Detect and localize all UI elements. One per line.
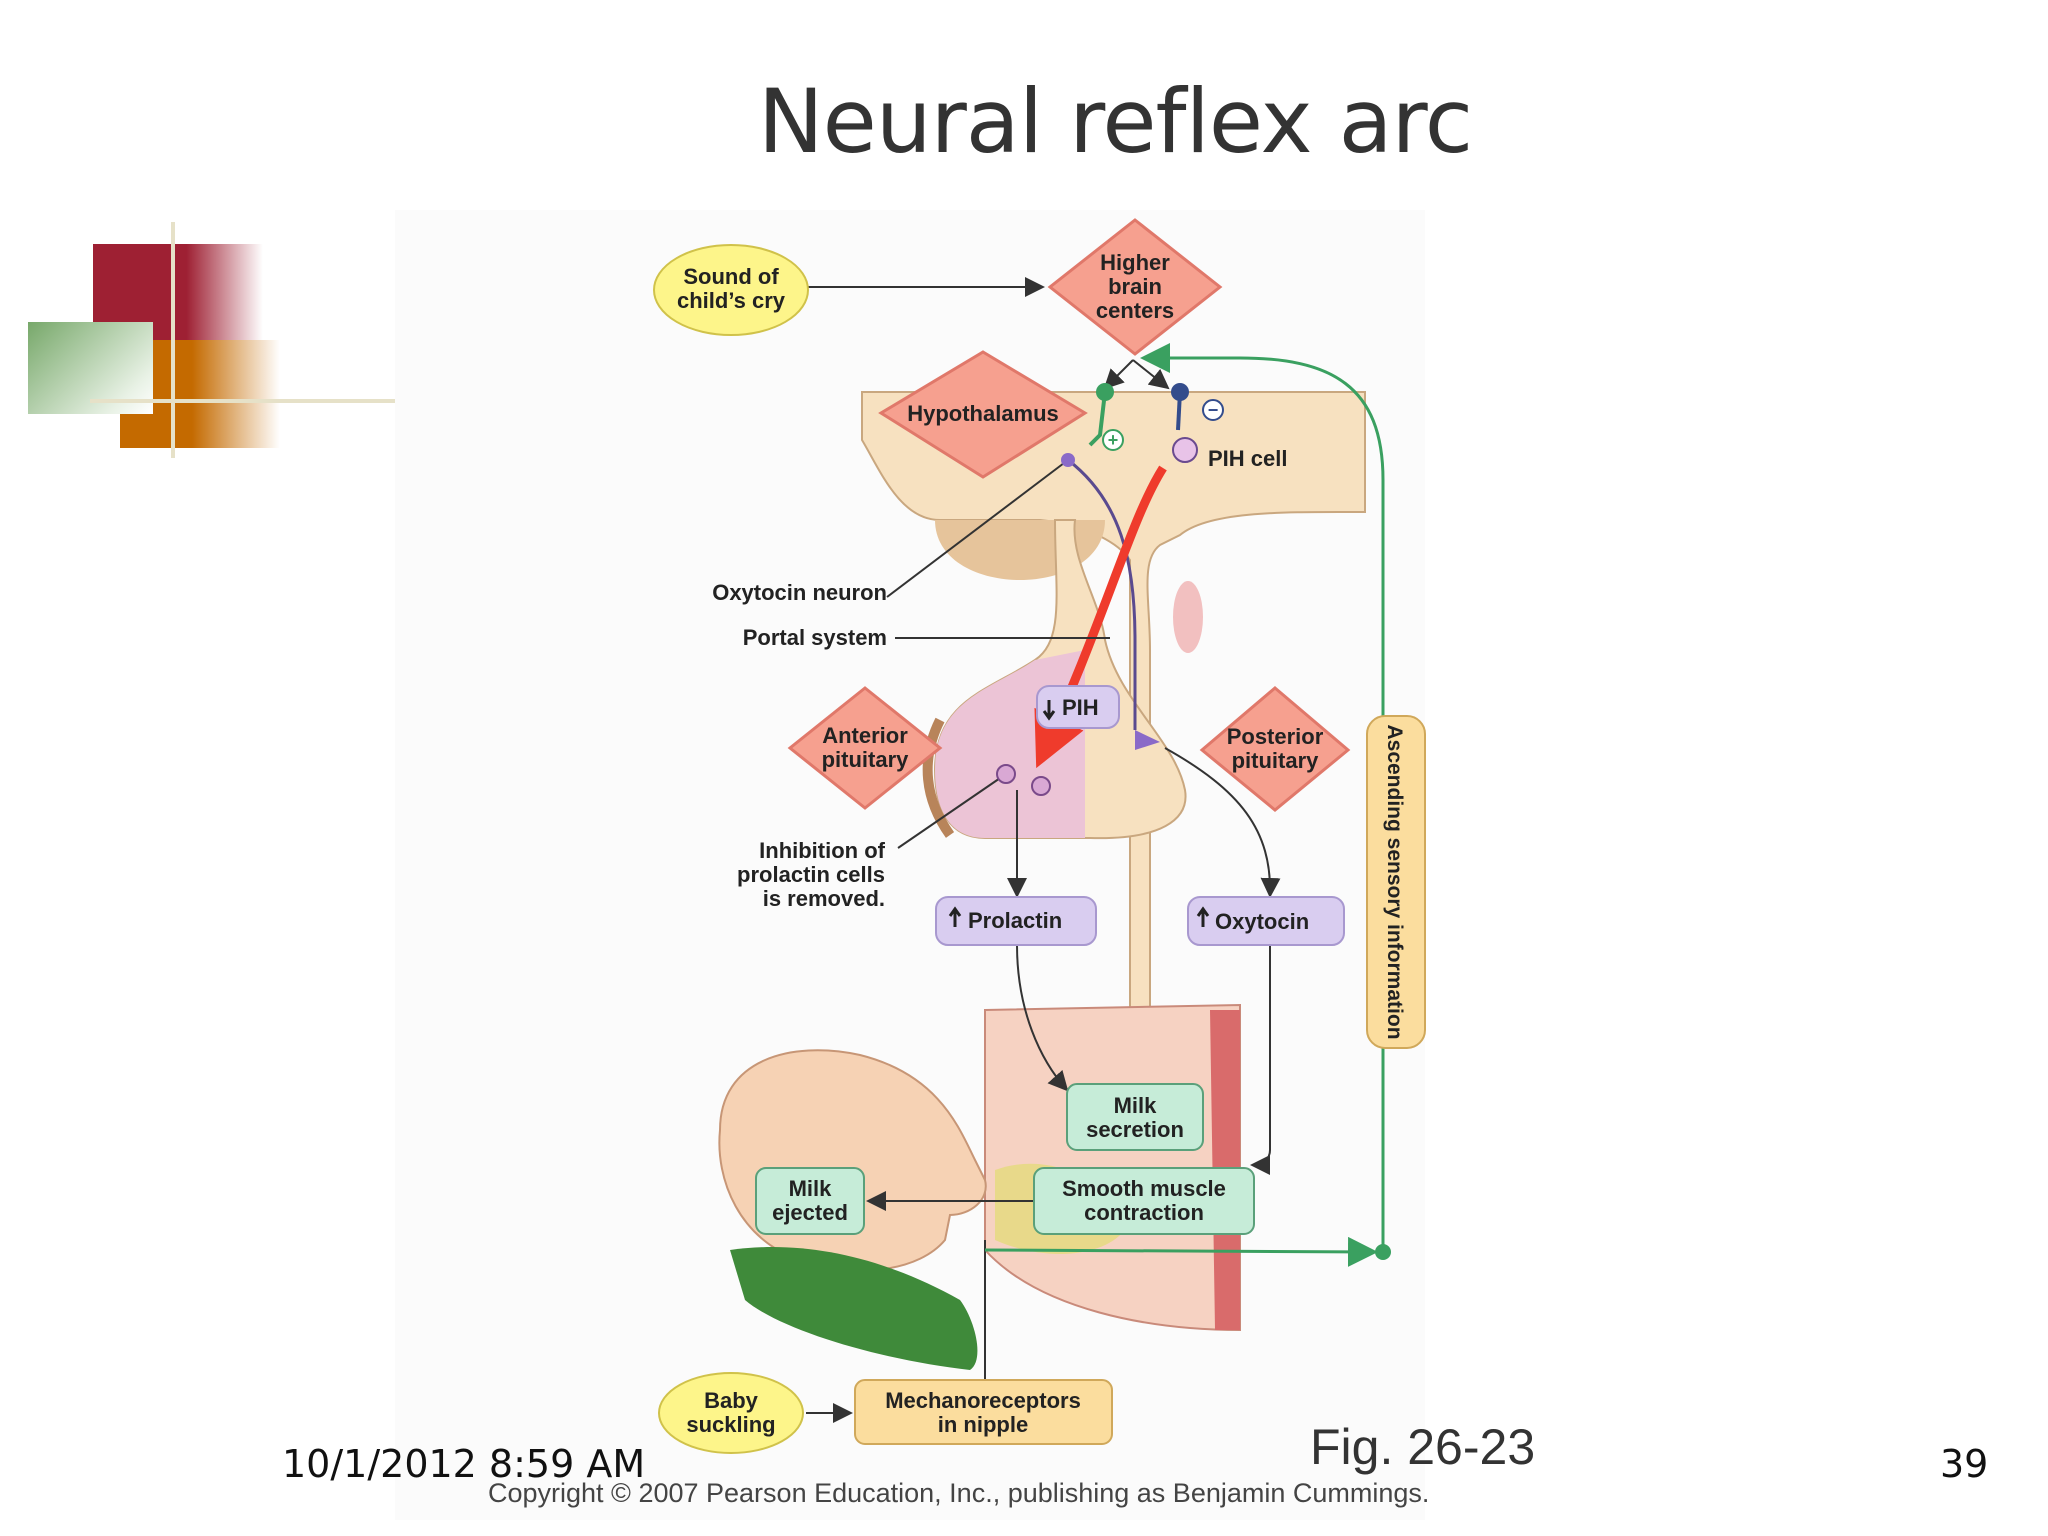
smooth-muscle-label-2: contraction bbox=[1084, 1200, 1204, 1225]
oxytocin-box bbox=[1187, 896, 1345, 946]
baby-blanket bbox=[730, 1247, 978, 1370]
baby-suckling-label-1: Baby bbox=[704, 1388, 759, 1413]
oxytocin-neuron-label: Oxytocin neuron bbox=[712, 580, 887, 605]
prolactin-increase-icon bbox=[948, 906, 962, 927]
ascending-box bbox=[1366, 715, 1426, 1049]
oxytocin-label: Oxytocin bbox=[1215, 909, 1309, 934]
inhibition-label-2: prolactin cells bbox=[737, 862, 885, 887]
deco-horizontal-line bbox=[90, 399, 445, 403]
sensory-input-line bbox=[984, 1236, 1378, 1267]
higher-brain-label-1: Higher bbox=[1100, 250, 1170, 275]
prolactin-label: Prolactin bbox=[968, 908, 1062, 933]
smooth-muscle-box bbox=[1033, 1167, 1255, 1235]
minus-sign: − bbox=[1208, 400, 1219, 420]
page-number: 39 bbox=[1940, 1442, 1989, 1486]
figure-number: Fig. 26-23 bbox=[1310, 1419, 1536, 1475]
sound-cry-label-2: child’s cry bbox=[677, 288, 786, 313]
posterior-pituitary-diamond bbox=[1199, 686, 1351, 812]
oxytocin-neuron-leader bbox=[886, 459, 1069, 598]
hypothalamus-label: Hypothalamus bbox=[907, 401, 1059, 426]
milk-ejected-label-1: Milk bbox=[789, 1176, 833, 1201]
sensory-neuron-body bbox=[1375, 1244, 1391, 1260]
pih-label: PIH bbox=[1062, 695, 1099, 720]
milk-secretion-label-2: secretion bbox=[1086, 1117, 1184, 1142]
posterior-pituitary-label-2: pituitary bbox=[1232, 748, 1320, 773]
slide-title: Neural reflex arc bbox=[757, 70, 1473, 173]
posterior-pituitary-label-1: Posterior bbox=[1227, 724, 1324, 749]
prolactin-box bbox=[935, 896, 1097, 946]
minus-marker bbox=[1202, 399, 1224, 421]
oxytocin-axon bbox=[1067, 458, 1137, 730]
inhibition-leader bbox=[897, 773, 1007, 849]
hypothalamus-diamond bbox=[878, 350, 1088, 479]
to-oxytocin-arrow bbox=[1164, 747, 1281, 898]
pih-cell-label: PIH cell bbox=[1208, 446, 1287, 471]
mechanoreceptors-label-2: in nipple bbox=[938, 1412, 1028, 1437]
plus-sign: + bbox=[1108, 430, 1119, 450]
prolactin-to-secretion-arrow bbox=[1016, 944, 1069, 1092]
hypothalamus-tissue bbox=[861, 391, 1366, 1261]
higher-brain-label-2: brain bbox=[1108, 274, 1162, 299]
oxytocin-neuron-body bbox=[1061, 453, 1075, 467]
anterior-pituitary-label-2: pituitary bbox=[822, 747, 910, 772]
oxytocin-increase-icon bbox=[1196, 906, 1210, 927]
anterior-pituitary-label-1: Anterior bbox=[822, 723, 908, 748]
ascending-label: Ascending sensory information bbox=[1383, 724, 1406, 1039]
oxytocin-terminal bbox=[1135, 730, 1160, 750]
copyright-notice: Copyright © 2007 Pearson Education, Inc.… bbox=[488, 1478, 1430, 1508]
anterior-pituitary-diamond bbox=[787, 686, 943, 810]
brain-to-pih-arrow bbox=[1132, 359, 1170, 390]
deco-green-square bbox=[28, 322, 153, 414]
inhibitory-synapse bbox=[1171, 383, 1189, 401]
mechanoreceptors-label-1: Mechanoreceptors bbox=[885, 1388, 1081, 1413]
inhibition-label-3: is removed. bbox=[763, 886, 885, 911]
milk-ejected-box bbox=[755, 1167, 865, 1235]
milk-ejected-label-2: ejected bbox=[772, 1200, 848, 1225]
higher-brain-diamond bbox=[1047, 218, 1223, 356]
oxytocin-to-muscle-arrow bbox=[1250, 945, 1271, 1175]
baby-suckling-oval bbox=[658, 1372, 804, 1454]
pih-box bbox=[1036, 685, 1120, 729]
deco-vertical-line bbox=[171, 222, 175, 458]
prolactin-cell-1 bbox=[996, 764, 1016, 784]
footer-date: 10/1/2012 8:59 AM bbox=[282, 1442, 646, 1486]
anterior-lobe-rim bbox=[922, 717, 955, 838]
inhibition-label-1: Inhibition of bbox=[759, 838, 886, 863]
sound-cry-oval bbox=[653, 244, 809, 336]
sound-cry-label-1: Sound of bbox=[683, 264, 779, 289]
pih-cell-body bbox=[1172, 437, 1198, 463]
portal-system-label: Portal system bbox=[743, 625, 887, 650]
milk-secretion-box bbox=[1066, 1083, 1204, 1151]
pih-decrease-icon bbox=[1042, 700, 1056, 721]
mechanoreceptors-box bbox=[854, 1379, 1113, 1445]
smooth-muscle-label-1: Smooth muscle bbox=[1062, 1176, 1226, 1201]
higher-brain-label-3: centers bbox=[1096, 298, 1174, 323]
optic-chiasm bbox=[1173, 581, 1203, 653]
baby-suckling-label-2: suckling bbox=[686, 1412, 775, 1437]
excitatory-synapse bbox=[1096, 383, 1114, 401]
brain-to-hypothalamus-arrow bbox=[1103, 359, 1134, 390]
plus-marker bbox=[1102, 429, 1124, 451]
excitatory-neuron bbox=[1088, 391, 1107, 447]
ascending-sensory-path bbox=[1140, 343, 1385, 1252]
milk-secretion-label-1: Milk bbox=[1114, 1093, 1158, 1118]
prolactin-cell-2 bbox=[1031, 776, 1051, 796]
